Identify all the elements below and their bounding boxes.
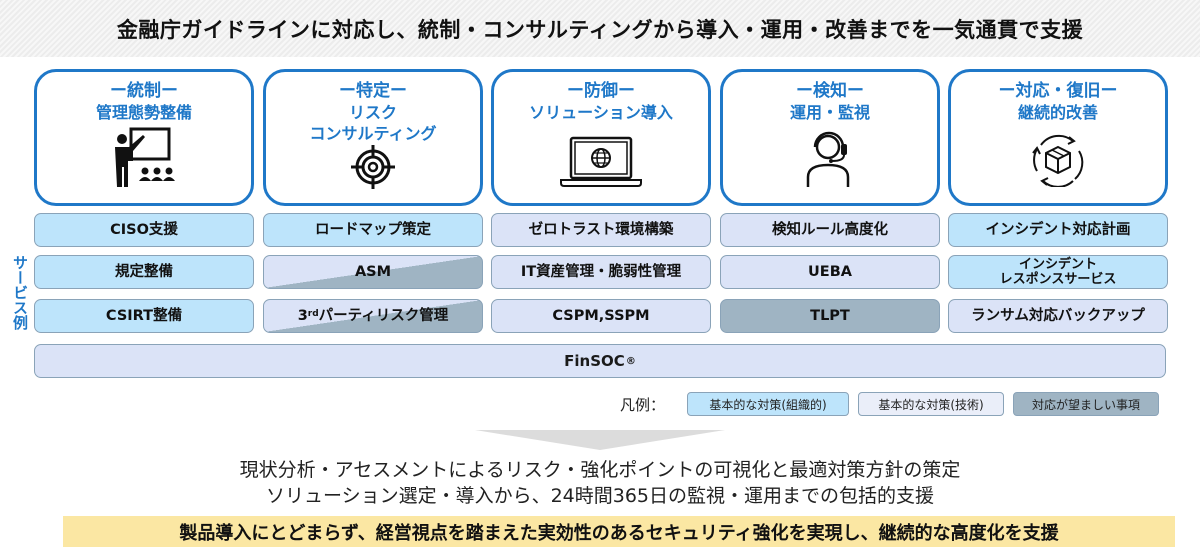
service-label-line2: レスポンスサービス (999, 272, 1117, 287)
phase-card-detect: ー検知ー 運用・監視 (720, 69, 940, 206)
phase-title: ー防御ー (567, 81, 635, 101)
service-label: CISO支援 (110, 221, 178, 238)
service-label: パーティリスク管理 (318, 307, 449, 324)
legend: 凡例： 基本的な対策(組織的) 基本的な対策(技術) 対応が望ましい事項 (620, 391, 1168, 417)
phase-subtitle: 管理態勢整備 (95, 103, 192, 122)
service-tlpt: TLPT (720, 299, 940, 333)
phase-title: ー特定ー (339, 81, 407, 101)
service-ransom-backup: ランサム対応バックアップ (948, 299, 1168, 333)
service-label: ゼロトラスト環境構築 (528, 221, 674, 238)
service-ciso-support: CISO支援 (34, 213, 254, 247)
service-label: インシデント対応計画 (985, 221, 1131, 238)
summary-line-1: 現状分析・アセスメントによるリスク・強化ポイントの可視化と最適対策方針の策定 (239, 459, 961, 481)
presentation-teacher-icon (109, 127, 179, 193)
phase-subtitle: ソリューション導入 (529, 103, 673, 122)
service-label-line1: インシデント (1018, 257, 1097, 272)
phase-title: ー検知ー (796, 81, 864, 101)
service-label: ランサム対応バックアップ (971, 307, 1145, 324)
service-detection-rules: 検知ルール高度化 (720, 213, 940, 247)
service-label-sup: rd (307, 308, 319, 319)
box-cycle-icon (1029, 131, 1087, 191)
header-band: 金融庁ガイドラインに対応し、統制・コンサルティングから導入・運用・改善までを一気… (0, 0, 1200, 57)
phase-card-identify: ー特定ー リスク コンサルティング (263, 69, 483, 206)
target-crosshair-icon (349, 143, 397, 195)
service-roadmap: ロードマップ策定 (263, 213, 483, 247)
legend-item-organizational: 基本的な対策(組織的) (687, 392, 850, 416)
service-zero-trust: ゼロトラスト環境構築 (491, 213, 711, 247)
phase-subtitle: 運用・監視 (789, 103, 870, 122)
service-regulation-setup: 規定整備 (34, 255, 254, 289)
highlight-banner: 製品導入にとどまらず、経営視点を踏まえた実効性のあるセキュリティ強化を実現し、継… (63, 516, 1175, 547)
laptop-globe-icon (559, 135, 643, 193)
page-title: 金融庁ガイドラインに対応し、統制・コンサルティングから導入・運用・改善までを一気… (116, 17, 1084, 42)
phase-subtitle: コンサルティング (309, 124, 437, 143)
service-label: TLPT (810, 307, 850, 324)
down-arrow-icon (475, 430, 725, 450)
phase-subtitle: 継続的改善 (1017, 103, 1098, 122)
summary-line-2: ソリューション選定・導入から、24時間365日の監視・運用までの包括的支援 (265, 485, 935, 507)
service-label: ASM (354, 263, 392, 280)
service-label: IT資産管理・脆弱性管理 (520, 263, 682, 280)
service-label: CSPM,SSPM (552, 307, 650, 324)
service-incident-response: インシデント レスポンスサービス (948, 255, 1168, 289)
service-incident-plan: インシデント対応計画 (948, 213, 1168, 247)
phase-card-protect: ー防御ー ソリューション導入 (491, 69, 711, 206)
phase-title: ー統制ー (110, 81, 178, 101)
legend-item-technical: 基本的な対策(技術) (858, 392, 1005, 416)
summary: 現状分析・アセスメントによるリスク・強化ポイントの可視化と最適対策方針の策定 ソ… (0, 457, 1200, 509)
service-asm: ASM (263, 255, 483, 289)
legend-label: 凡例： (620, 395, 666, 414)
legend-item-preferred: 対応が望ましい事項 (1013, 392, 1160, 416)
phase-subtitle: リスク (348, 103, 397, 122)
service-it-asset-vuln: IT資産管理・脆弱性管理 (491, 255, 711, 289)
service-label: UEBA (808, 263, 852, 280)
service-label: 規定整備 (115, 263, 173, 280)
operator-headset-icon (802, 129, 858, 193)
phase-card-respond-recover: ー対応・復旧ー 継続的改善 (948, 69, 1168, 206)
service-cspm-sspm: CSPM,SSPM (491, 299, 711, 333)
service-label: 検知ルール高度化 (772, 221, 888, 238)
service-label: ロードマップ策定 (315, 221, 431, 238)
service-csirt-setup: CSIRT整備 (34, 299, 254, 333)
registered-mark: ® (625, 355, 636, 367)
service-examples-label: サービス例 (11, 255, 29, 330)
phase-card-governance: ー統制ー 管理態勢整備 (34, 69, 254, 206)
phase-title: ー対応・復旧ー (998, 81, 1118, 101)
finsoc-label: FinSOC (564, 352, 625, 370)
service-label-prefix: 3 (297, 307, 308, 324)
finsoc-bar: FinSOC® (34, 344, 1166, 378)
service-label: CSIRT整備 (105, 307, 183, 324)
service-ueba: UEBA (720, 255, 940, 289)
